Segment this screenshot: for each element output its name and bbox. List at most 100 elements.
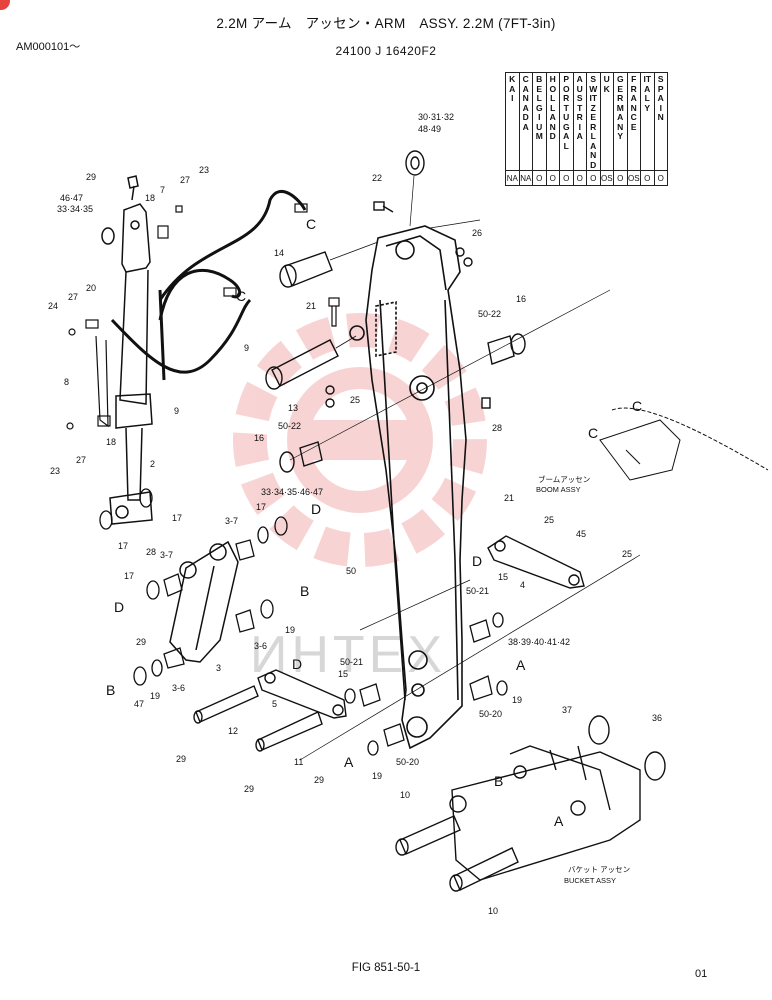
callout: 15 — [498, 572, 508, 582]
callout: 50-21 — [340, 657, 363, 667]
callout: 30·31·32 — [418, 112, 454, 122]
link-3 — [169, 540, 239, 663]
callout: 20 — [86, 283, 96, 293]
diagram-title: 2.2M アーム アッセン・ARM ASSY. 2.2M (7FT-3in) — [216, 16, 556, 31]
country-name: PORTUGAL — [562, 74, 570, 151]
callout: 50-20 — [479, 709, 502, 719]
callout: 29 — [176, 754, 186, 764]
callout: 18 — [145, 193, 155, 203]
callout: 36 — [652, 713, 662, 723]
assembly-lines — [289, 175, 641, 761]
callout: 10 — [400, 790, 410, 800]
arm-lower-bushings — [344, 612, 508, 756]
callout: 9 — [244, 343, 249, 353]
callout: 27 — [180, 175, 190, 185]
country-name: KAI — [509, 74, 516, 103]
callout: D — [311, 501, 321, 517]
callout: C — [306, 216, 316, 232]
country-header-cell: SPAIN — [653, 72, 668, 171]
country-header-cell: KAI — [505, 72, 520, 171]
country-name: FRANCE — [630, 74, 637, 132]
callout: 19 — [372, 771, 382, 781]
pin-14 — [279, 241, 379, 288]
callout: B — [494, 773, 503, 789]
callout: 5 — [272, 699, 277, 709]
callout: D — [114, 599, 124, 615]
callout: 17 — [124, 571, 134, 581]
callout-labels: 30·31·32 48·49 22 26 14 C C C C 29 7 27 … — [48, 112, 662, 916]
country-value-cell: NA — [505, 170, 520, 186]
callout: 22 — [372, 173, 382, 183]
callout: 21 — [306, 301, 316, 311]
country-name: GERMANY — [616, 74, 624, 141]
country-name: HOLLAND — [549, 74, 557, 141]
callout: 38·39·40·41·42 — [508, 637, 570, 647]
country-value-cell: O — [613, 170, 628, 186]
callout: 14 — [274, 248, 284, 258]
callout: 50-20 — [396, 757, 419, 767]
callout: 16 — [516, 294, 526, 304]
country-name: SPAIN — [657, 74, 664, 122]
link-5 — [257, 669, 347, 719]
callout: 17 — [118, 541, 128, 551]
callout: 50 — [346, 566, 356, 576]
callout: 3-6 — [172, 683, 185, 693]
callout: 16 — [254, 433, 264, 443]
callout: 2 — [150, 459, 155, 469]
callout: 4 — [520, 580, 525, 590]
bolt-21 — [328, 297, 340, 327]
boom-assy-outline — [599, 407, 769, 481]
figure-number: FIG 851-50-1 — [351, 962, 421, 974]
country-value-cell: O — [545, 170, 560, 186]
callout: C — [236, 288, 246, 304]
callout: C — [588, 425, 598, 441]
assembly-notes: ブームアッセン BOOM ASSY バケット アッセン BUCKET ASSY — [536, 474, 630, 885]
callout: 3-7 — [225, 516, 238, 526]
country-name: BELGIUM — [535, 74, 543, 141]
link-4 — [487, 535, 585, 589]
callout: B — [300, 583, 309, 599]
callout: 33·34·35 — [57, 204, 93, 214]
callout: 29 — [136, 637, 146, 647]
callout: B — [106, 682, 115, 698]
callout: 47 — [134, 699, 144, 709]
callout: 50-22 — [478, 309, 501, 319]
callout: 50-22 — [278, 421, 301, 431]
country-name: ITALY — [643, 74, 652, 113]
pin-13 — [265, 335, 357, 390]
callout: 23 — [50, 466, 60, 476]
callout: 27 — [68, 292, 78, 302]
callout: 9 — [174, 406, 179, 416]
callout: 7 — [160, 185, 165, 195]
callout: 25 — [622, 549, 632, 559]
callout: 46·47 — [60, 193, 83, 203]
corner-stamp — [0, 0, 10, 10]
callout: 28 — [492, 423, 502, 433]
arm-cylinder — [101, 175, 153, 525]
callout: 24 — [48, 301, 58, 311]
watermark-text: ИНТЕХ — [250, 626, 446, 684]
callout: 3-6 — [254, 641, 267, 651]
callout: 28 — [146, 547, 156, 557]
callout: A — [516, 657, 526, 673]
callout: D — [292, 656, 302, 672]
bucket-assy-jp: バケット アッセン — [568, 865, 630, 874]
callout: 19 — [285, 625, 295, 635]
callout: 11 — [294, 757, 303, 767]
callout: 3-7 — [160, 550, 173, 560]
country-name: UK — [603, 74, 610, 94]
bucket-assy-en: BUCKET ASSY — [564, 876, 616, 885]
callout: 15 — [338, 669, 348, 679]
pins-11-12 — [193, 685, 323, 752]
callout: 18 — [106, 437, 116, 447]
country-name: SWITZERLAND — [589, 74, 598, 170]
callout: 8 — [64, 377, 69, 387]
callout: 48·49 — [418, 124, 441, 134]
callout: 19 — [512, 695, 522, 705]
callout: 17 — [172, 513, 182, 523]
callout: D — [472, 553, 482, 569]
